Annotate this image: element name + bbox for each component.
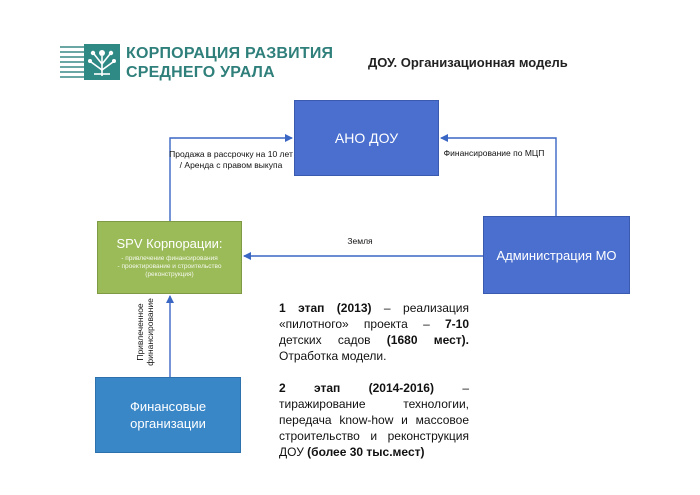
corp-name-line1: КОРПОРАЦИЯ РАЗВИТИЯ [126, 45, 334, 62]
stage1-heading: 1 этап (2013) [279, 301, 372, 315]
financial-orgs-node: Финансовые организации [95, 377, 241, 453]
administration-node: Администрация МО [483, 216, 630, 294]
edge-label-sale: Продажа в рассрочку на 10 лет / Аренда с… [169, 149, 293, 170]
edge-label-financing: Финансирование по МЦП [443, 148, 545, 158]
stage2-paragraph: 2 этап (2014-2016) – тиражирование техно… [279, 380, 469, 460]
financial-orgs-label: Финансовые организации [129, 399, 207, 431]
edge-label-attracted-financing: Привлеченное финансирование [135, 294, 155, 370]
stage2-heading: 2 этап (2014-2016) [279, 381, 434, 395]
spv-node: SPV Корпорации: - привлечение финансиров… [97, 221, 242, 294]
edge-label-land: Земля [347, 236, 373, 246]
logo-stripes [60, 44, 84, 80]
stage1-text-a: – реализация «пилотного» проекта – [279, 301, 469, 331]
spv-title: SPV Корпорации: [116, 236, 223, 251]
spv-sub3: (реконструкция) [145, 271, 194, 278]
stage2-text: – тиражирование технологии, передача kno… [279, 381, 469, 459]
ano-dou-label: АНО ДОУ [334, 130, 399, 146]
stage2-places: (более 30 тыс.мест) [307, 445, 425, 459]
attracted-line1: Привлеченное [135, 303, 145, 361]
administration-label: Администрация МО [496, 247, 617, 263]
stage1-paragraph: 1 этап (2013) – реализация «пилотного» п… [279, 300, 469, 364]
arrow-spv-to-ano [169, 134, 293, 221]
corporation-name: КОРПОРАЦИЯ РАЗВИТИЯ СРЕДНЕГО УРАЛА [126, 44, 333, 82]
stage1-text-c: Отработка модели. [279, 349, 387, 363]
ano-dou-node: АНО ДОУ [294, 100, 439, 176]
corp-name-line2: СРЕДНЕГО УРАЛА [126, 64, 275, 81]
stage1-count: 7-10 [444, 317, 469, 331]
stage1-places: (1680 мест). [386, 333, 469, 347]
slide-title: ДОУ. Организационная модель [368, 55, 568, 70]
arrow-admin-to-ano [440, 134, 557, 216]
spv-sub1: - привлечение финансирования [121, 255, 218, 262]
tree-logo-icon [84, 44, 120, 80]
stage1-text-b: детских садов [279, 333, 387, 347]
attracted-line2: финансирование [145, 298, 155, 366]
stages-text: 1 этап (2013) – реализация «пилотного» п… [279, 300, 469, 476]
spv-sub2: - проектирование и строительство [117, 263, 222, 270]
